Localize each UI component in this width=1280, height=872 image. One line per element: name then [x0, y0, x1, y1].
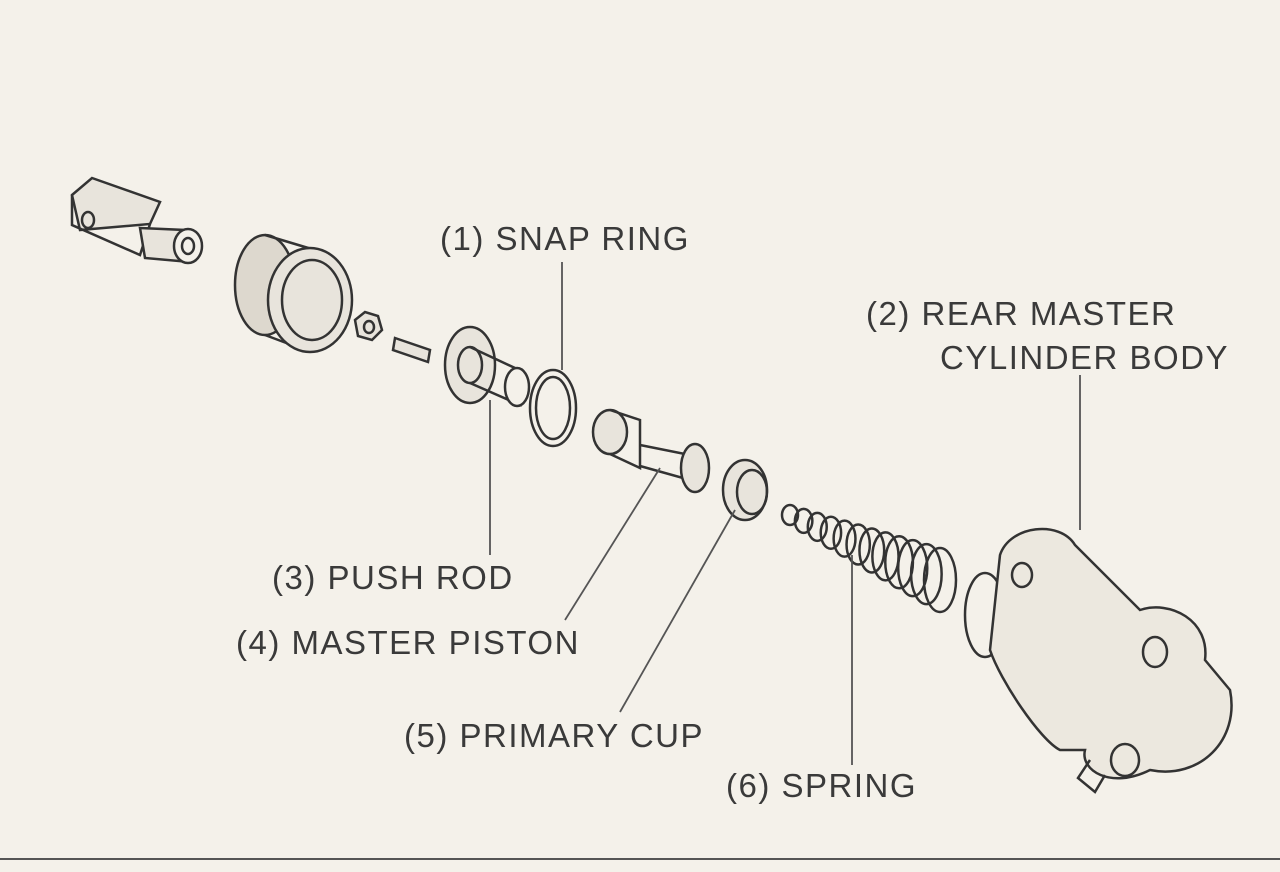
- primary-cup-part: [721, 458, 769, 522]
- snap-ring-part: [528, 368, 578, 448]
- spring-coil: [909, 542, 943, 606]
- label-master-piston: (4) MASTER PISTON: [236, 624, 580, 661]
- label-rear-master: (2) REAR MASTER: [866, 295, 1177, 332]
- label-primary-cup: (5) PRIMARY CUP: [404, 717, 705, 754]
- push-rod-part: [391, 325, 531, 408]
- clevis-part: [70, 176, 204, 265]
- spring-coil: [845, 523, 872, 566]
- spring-coil: [922, 546, 958, 614]
- master-piston-part: [591, 408, 711, 494]
- cylinder-body-part: [963, 527, 1233, 794]
- label-spring: (6) SPRING: [726, 767, 918, 804]
- label-push-rod: (3) PUSH ROD: [272, 559, 514, 596]
- bottom-rule: [0, 858, 1280, 860]
- nut-part: [353, 310, 384, 342]
- spring-coil: [793, 507, 814, 535]
- boot-part: [233, 233, 354, 354]
- label-snap-ring: (1) SNAP RING: [440, 220, 690, 257]
- label-cylinder-body: CYLINDER BODY: [940, 339, 1230, 376]
- spring-part: [780, 503, 958, 614]
- spring-coil: [780, 503, 800, 527]
- spring-coil: [858, 527, 886, 574]
- spring-coil: [896, 538, 929, 598]
- spring-coil: [806, 511, 828, 543]
- leader-piston: [564, 467, 661, 621]
- leader-cup: [619, 509, 736, 713]
- spring-coil: [832, 519, 857, 558]
- spring-coil: [819, 515, 843, 550]
- leader-lines: [489, 262, 1081, 765]
